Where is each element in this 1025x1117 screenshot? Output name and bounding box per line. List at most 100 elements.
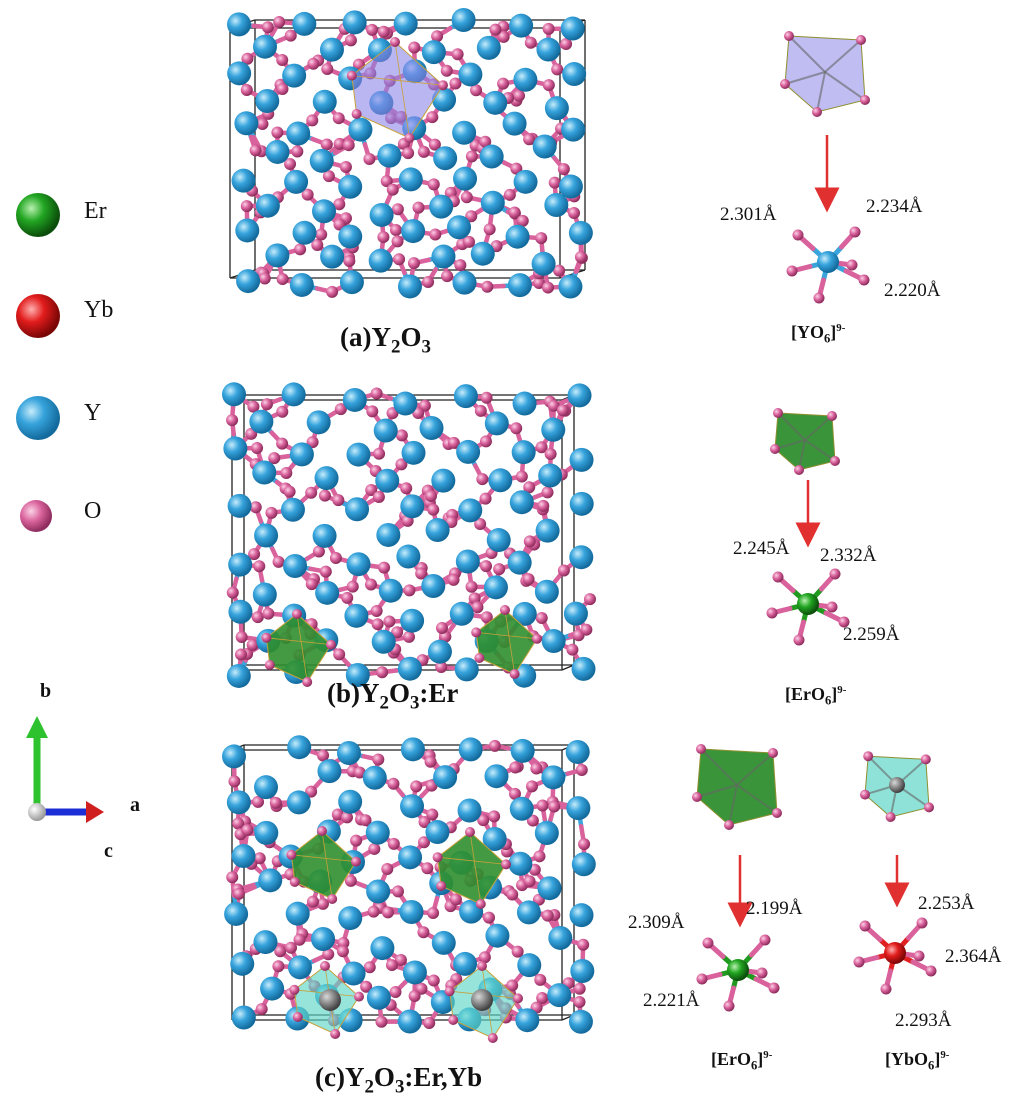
yb-atom-in-cell bbox=[319, 989, 341, 1011]
oxygen-atom bbox=[226, 586, 239, 599]
oxygen-atom bbox=[478, 951, 491, 964]
oxygen-atom bbox=[470, 84, 483, 97]
oxygen-atom bbox=[334, 403, 347, 416]
oxygen-atom bbox=[449, 77, 462, 90]
oxygen-atom bbox=[544, 447, 557, 460]
oxygen-atom bbox=[331, 808, 344, 821]
yttrium-atom bbox=[228, 552, 253, 577]
cluster-a bbox=[780, 31, 870, 304]
oxygen-atom bbox=[838, 616, 850, 628]
oxygen-atom bbox=[360, 980, 373, 993]
yttrium-atom bbox=[284, 169, 309, 194]
oxygen-atom bbox=[370, 387, 383, 400]
yttrium-atom bbox=[516, 900, 541, 925]
yttrium-atom bbox=[456, 439, 481, 464]
yttrium-atom bbox=[509, 13, 534, 38]
ero6-polyhedron-in-cell bbox=[475, 609, 538, 675]
oxygen-atom bbox=[465, 210, 478, 223]
bond-length-b-1: 2.245Å bbox=[733, 538, 790, 559]
yttrium-atom bbox=[231, 1005, 256, 1030]
yttrium-atom bbox=[484, 411, 509, 436]
yttrium-atom bbox=[479, 144, 504, 169]
oxygen-atom bbox=[408, 41, 421, 54]
oxygen-atom bbox=[370, 604, 383, 617]
yttrium-atom bbox=[534, 579, 559, 604]
oxygen-atom bbox=[696, 744, 706, 754]
oxygen-atom bbox=[368, 842, 381, 855]
oxygen-atom bbox=[391, 203, 404, 216]
polyhedron-inner-bond bbox=[736, 752, 774, 786]
yttrium-atom bbox=[254, 820, 279, 845]
oxygen-atom bbox=[246, 638, 259, 651]
oxygen-atom bbox=[786, 265, 798, 277]
oxygen-atom bbox=[315, 228, 328, 241]
crystal-structures bbox=[222, 8, 596, 1043]
oxygen-atom bbox=[289, 984, 300, 995]
oxygen-atom bbox=[418, 815, 431, 828]
oxygen-atom bbox=[390, 37, 400, 47]
oxygen-atom bbox=[343, 254, 356, 267]
yttrium-atom bbox=[289, 442, 314, 467]
yttrium-atom bbox=[346, 442, 371, 467]
yttrium-atom bbox=[569, 545, 594, 570]
yttrium-atom bbox=[457, 798, 482, 823]
yttrium-atom bbox=[227, 493, 252, 518]
crystal-a bbox=[227, 8, 593, 299]
yttrium-atom bbox=[568, 220, 593, 245]
yttrium-atom bbox=[230, 951, 255, 976]
oxygen-atom bbox=[780, 79, 790, 89]
oxygen-atom bbox=[318, 489, 331, 502]
oxygen-atom bbox=[423, 1016, 436, 1029]
oxygen-atom bbox=[284, 29, 297, 42]
oxygen-atom bbox=[276, 273, 289, 286]
oxygen-atom bbox=[583, 593, 596, 606]
yttrium-atom bbox=[366, 985, 391, 1010]
oxygen-atom bbox=[249, 144, 262, 157]
oxygen-atom bbox=[537, 499, 550, 512]
oxygen-atom bbox=[773, 408, 783, 418]
yttrium-atom bbox=[511, 440, 536, 465]
oxygen-atom bbox=[363, 961, 376, 974]
yttrium-atom bbox=[338, 174, 363, 199]
oxygen-atom bbox=[385, 959, 398, 972]
oxygen-atom bbox=[389, 223, 402, 236]
axis-a-arrowhead bbox=[86, 801, 104, 823]
polyhedron-edge bbox=[504, 609, 515, 675]
oxygen-atom bbox=[353, 766, 366, 779]
oxygen-atom bbox=[391, 235, 404, 248]
oxygen-atom bbox=[447, 573, 460, 586]
oxygen-atom bbox=[320, 961, 330, 971]
oxygen-atom bbox=[535, 232, 548, 245]
oxygen-atom bbox=[440, 64, 453, 77]
bond-length-c-er-2: 2.199Å bbox=[746, 898, 803, 919]
oxygen-atom bbox=[542, 22, 555, 35]
oxygen-atom bbox=[501, 859, 511, 870]
oxygen-atom bbox=[276, 53, 289, 66]
oxygen-atom bbox=[241, 823, 254, 836]
yttrium-atom bbox=[452, 270, 477, 295]
axis-b-arrowhead bbox=[26, 716, 48, 738]
yttrium-atom bbox=[236, 269, 261, 294]
oxygen-atom bbox=[251, 611, 264, 624]
oxygen-atom bbox=[272, 960, 285, 973]
oxygen-atom bbox=[228, 775, 241, 788]
oxygen-atom bbox=[792, 229, 804, 241]
oxygen-atom bbox=[400, 482, 413, 495]
oxygen-atom bbox=[351, 109, 362, 119]
yb-center-atom bbox=[884, 942, 906, 964]
yttrium-atom bbox=[507, 273, 532, 298]
oxygen-atom bbox=[515, 470, 528, 483]
yttrium-atom bbox=[396, 544, 421, 569]
oxygen-atom bbox=[493, 563, 506, 576]
oxygen-atom bbox=[451, 48, 464, 61]
yttrium-atom bbox=[419, 416, 444, 441]
yttrium-atom bbox=[231, 844, 256, 869]
oxygen-atom bbox=[402, 147, 415, 160]
oxygen-atom bbox=[487, 1033, 498, 1043]
oxygen-atom bbox=[536, 799, 549, 812]
legend-ball-yb bbox=[16, 294, 60, 338]
oxygen-atom bbox=[329, 551, 342, 564]
polyhedron-inner-bond bbox=[798, 439, 806, 471]
yttrium-atom bbox=[345, 663, 370, 688]
